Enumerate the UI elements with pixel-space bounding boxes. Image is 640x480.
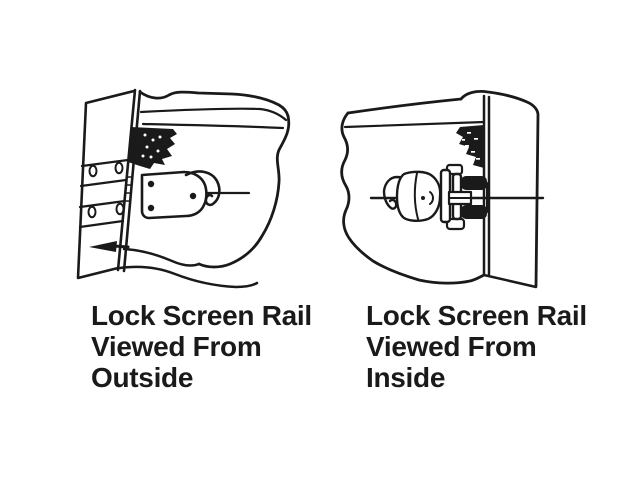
hinge-plate-lines <box>78 158 130 229</box>
pointer-arrow <box>89 241 130 252</box>
caption-line: Lock Screen Rail <box>91 300 312 331</box>
latch-screws <box>147 180 197 212</box>
stile-outline <box>76 89 136 280</box>
latch-body <box>140 170 208 220</box>
stile-bottom-edge <box>482 273 538 289</box>
outside-view-caption: Lock Screen Rail Viewed From Outside <box>91 300 312 393</box>
torn-edge <box>340 111 486 285</box>
top-rail-lines <box>139 107 288 130</box>
rail-tick-marks <box>124 176 133 202</box>
latch-hook <box>382 175 411 210</box>
top-rail-line <box>343 120 486 129</box>
frame-top-edge <box>138 90 290 118</box>
bottom-contour <box>122 247 201 267</box>
frame-top-edge <box>346 97 463 115</box>
torn-edge <box>197 114 291 269</box>
lever-pivot-dot <box>421 196 425 200</box>
latch-keeper <box>461 176 488 219</box>
latch-lever-body <box>395 170 442 222</box>
screw-ovals <box>87 161 125 219</box>
outside-view-drawing <box>76 88 291 289</box>
caption-line: Outside <box>91 362 194 393</box>
lever-detail-line <box>413 172 419 220</box>
latch-bracket <box>439 163 466 231</box>
screen-mesh-shading <box>456 125 484 168</box>
caption-line: Lock Screen Rail <box>366 300 587 331</box>
lever-notch <box>429 191 434 205</box>
bottom-tail-curve <box>118 265 259 289</box>
inside-view-drawing <box>340 90 545 289</box>
caption-line: Inside <box>366 362 446 393</box>
caption-line: Viewed From <box>366 331 537 362</box>
latch-hook <box>184 170 221 207</box>
inside-view-caption: Lock Screen Rail Viewed From Inside <box>366 300 587 393</box>
stile-outline <box>459 90 540 288</box>
caption-line: Viewed From <box>91 331 262 362</box>
screen-mesh-shading <box>128 127 177 169</box>
